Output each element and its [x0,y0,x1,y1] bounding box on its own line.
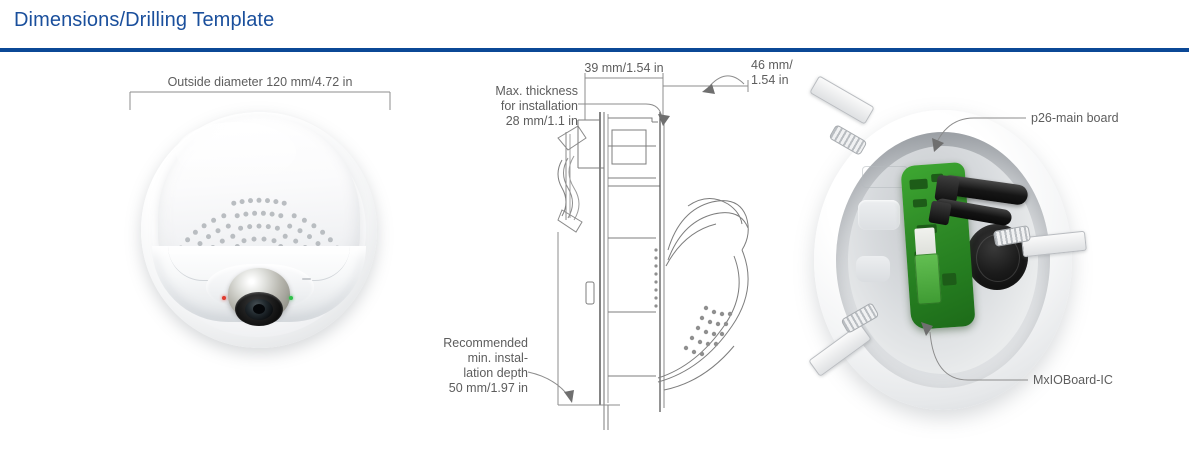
page-header: Dimensions/Drilling Template [0,0,1189,52]
lens-aperture [253,304,265,314]
housing-rib-upper [858,200,900,230]
housing-rib-lower [856,256,890,282]
open-housing-photo [806,75,1087,434]
min-depth-label-line2: min. instal- [467,351,528,365]
max-thickness-label-line2: for installation [500,99,578,113]
page-title: Dimensions/Drilling Template [14,9,275,31]
dome-highlight [176,122,296,182]
max-thickness-label-line1: Max. thickness [495,84,578,98]
dome-camera-front-photo [128,96,390,354]
mxioboard-terminal-block [914,253,942,305]
pcb-component [912,198,928,208]
min-depth-label-line1: Recommended [443,336,528,350]
led-indicator-red [222,296,226,300]
microphone-slot [302,278,311,280]
max-thickness-label-line3: 28 mm/1.1 in [505,114,578,128]
min-depth-label-line4: 50 mm/1.97 in [448,381,528,395]
min-depth-label-line3: lation depth [463,366,528,380]
spring-coil-top [828,124,868,156]
pcb-component [941,272,957,286]
depth-dimension-label-line2: 1.54 in [751,73,789,87]
header-divider [0,48,1189,52]
led-indicator-green [289,296,293,300]
cable-plug-lower [928,200,952,226]
width-dimension-label: 39 mm/1.54 in [584,61,664,75]
callout-p26-main-board: p26-main board [1031,111,1119,125]
callout-mxioboard-ic: MxIOBoard-IC [1033,373,1113,387]
depth-dimension-label-line1: 46 mm/ [751,58,793,72]
section-drawing-svg [557,112,749,458]
pcb-component [909,178,928,190]
section-drawing [556,60,806,458]
outside-diameter-label: Outside diameter 120 mm/4.72 in [167,75,353,89]
dome-camera-illustration [128,96,390,354]
